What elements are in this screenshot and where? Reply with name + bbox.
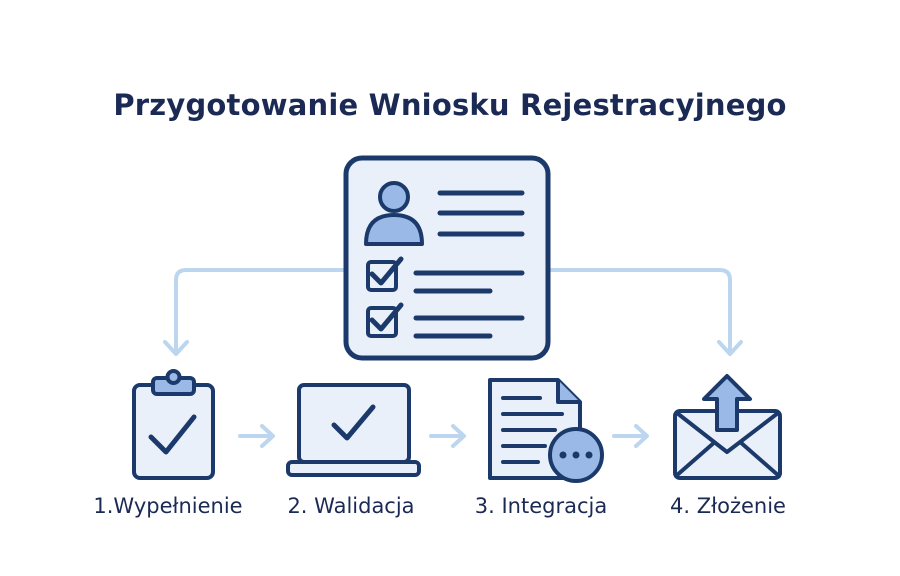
document-dots-icon — [488, 378, 604, 483]
step-arrow — [612, 424, 649, 448]
branch-connector-right — [546, 268, 743, 356]
step-arrow — [238, 424, 275, 448]
step-label-3: 3. Integracja — [474, 494, 608, 518]
registration-form-icon — [343, 155, 551, 361]
clipboard-check-icon — [132, 369, 215, 480]
diagram-title: Przygotowanie Wniosku Rejestracyjnego — [113, 88, 787, 122]
step-label-4: 4. Złożenie — [670, 494, 786, 518]
step-label-1: 1.Wypełnienie — [93, 494, 243, 518]
branch-connector-left — [163, 268, 348, 356]
laptop-check-icon — [286, 383, 421, 477]
step-label-2: 2. Walidacja — [287, 494, 415, 518]
user-avatar-icon — [364, 181, 424, 246]
step-arrow — [429, 424, 466, 448]
checkbox-icon — [366, 302, 404, 338]
envelope-upload-icon — [673, 374, 782, 480]
checkbox-icon — [366, 256, 404, 292]
